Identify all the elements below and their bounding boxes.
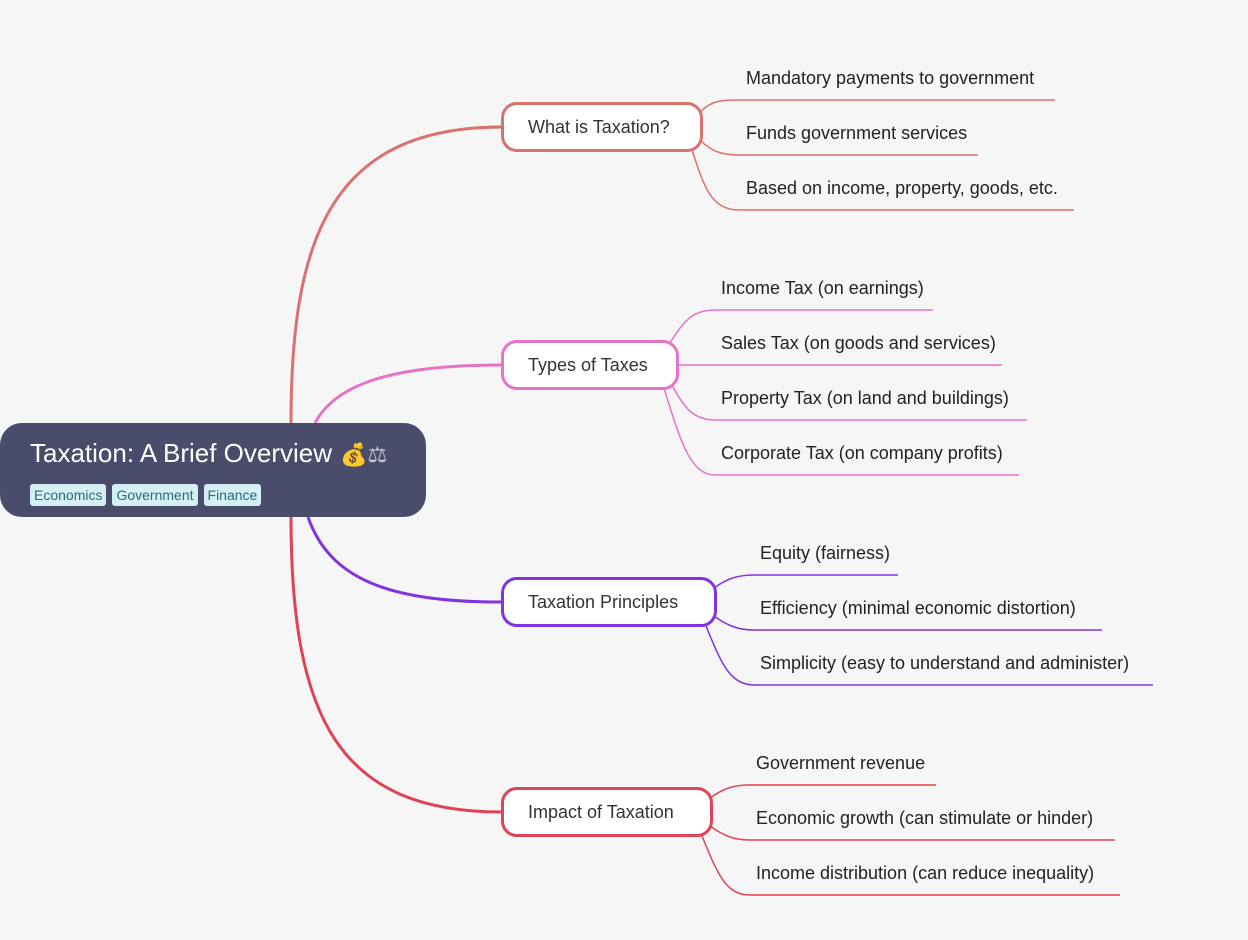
- tag-finance[interactable]: Finance: [203, 484, 262, 506]
- root-title: Taxation: A Brief Overview 💰⚖: [30, 437, 387, 472]
- tag-government[interactable]: Government: [112, 484, 198, 506]
- leaf-mandatory-payments[interactable]: Mandatory payments to government: [746, 68, 1035, 88]
- leaf-property-tax[interactable]: Property Tax (on land and buildings): [721, 388, 1009, 408]
- connectors-types-of-taxes: [663, 309, 1027, 476]
- connector-root-to-what-is-taxation: [289, 125, 503, 424]
- leaf-corporate-tax[interactable]: Corporate Tax (on company profits): [721, 443, 1003, 463]
- leaf-equity[interactable]: Equity (fairness): [760, 543, 891, 563]
- connectors-what-is-taxation: [691, 99, 1074, 211]
- root-topic[interactable]: Taxation: A Brief Overview 💰⚖ Economics G…: [0, 423, 426, 517]
- leaf-based-on-income[interactable]: Based on income, property, goods, etc.: [746, 178, 1058, 198]
- tag-economics[interactable]: Economics: [30, 484, 107, 506]
- leaf-simplicity[interactable]: Simplicity (easy to understand and admin…: [760, 653, 1130, 673]
- leaf-income-distribution[interactable]: Income distribution (can reduce inequali…: [756, 863, 1095, 883]
- branch-what-is-taxation[interactable]: What is Taxation?: [501, 102, 703, 152]
- branch-types-of-taxes[interactable]: Types of Taxes: [501, 340, 679, 390]
- root-title-text: Taxation: A Brief Overview: [30, 438, 333, 468]
- scales-icon: ⚖: [367, 443, 388, 468]
- money-bag-icon: 💰: [340, 443, 368, 468]
- leaf-efficiency[interactable]: Efficiency (minimal economic distortion): [760, 598, 1076, 618]
- leaf-income-tax[interactable]: Income Tax (on earnings): [721, 278, 924, 298]
- connector-root-to-types-of-taxes: [313, 363, 503, 424]
- leaf-sales-tax[interactable]: Sales Tax (on goods and services): [721, 333, 996, 353]
- leaf-funds-services[interactable]: Funds government services: [746, 123, 968, 143]
- root-tags: Economics Government Finance: [30, 484, 262, 506]
- branch-impact-of-taxation[interactable]: Impact of Taxation: [501, 787, 713, 837]
- root-emoji-group: 💰⚖: [340, 443, 387, 468]
- connector-root-to-impact-of-taxation: [289, 516, 503, 814]
- leaf-government-revenue[interactable]: Government revenue: [756, 753, 926, 773]
- branch-taxation-principles[interactable]: Taxation Principles: [501, 577, 717, 627]
- connectors-taxation-principles: [705, 574, 1153, 686]
- connectors-impact-of-taxation: [701, 784, 1120, 896]
- connector-root-to-taxation-principles: [306, 516, 503, 604]
- leaf-economic-growth[interactable]: Economic growth (can stimulate or hinder…: [756, 808, 1094, 828]
